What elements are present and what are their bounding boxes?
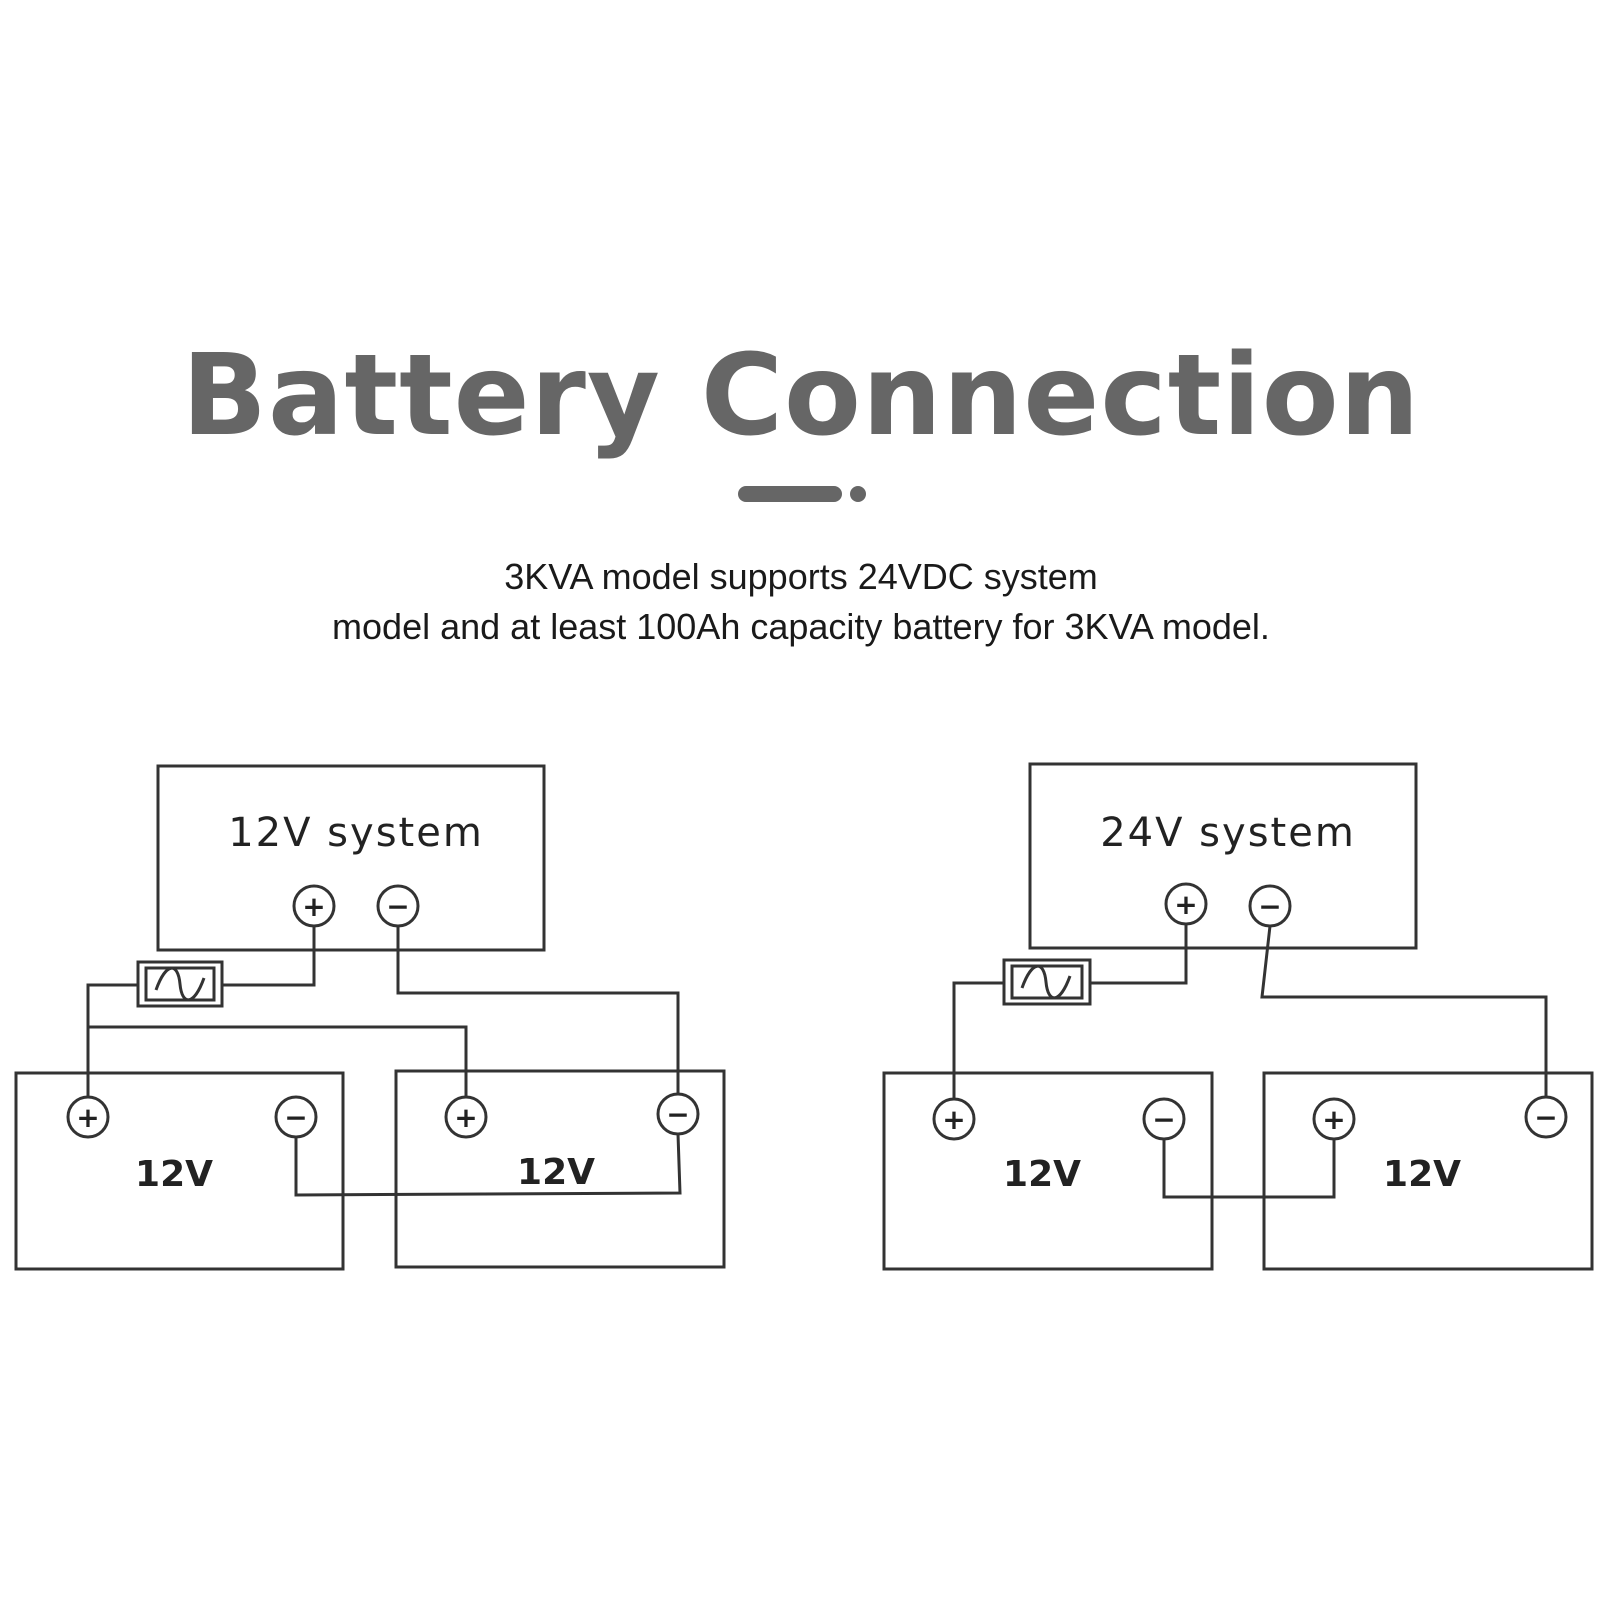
battery-1 <box>882 1071 1214 1271</box>
system-box-12v <box>156 764 546 952</box>
system-positive-terminal: + <box>1164 882 1208 926</box>
battery-1-negative-terminal: − <box>1142 1097 1186 1141</box>
svg-text:+: + <box>942 1103 965 1136</box>
system-label-12v: 12V system <box>228 810 484 856</box>
battery-2-positive-terminal: + <box>444 1095 488 1139</box>
svg-text:+: + <box>76 1101 99 1134</box>
svg-text:−: − <box>1534 1101 1557 1134</box>
system-negative-terminal: − <box>1248 884 1292 928</box>
svg-text:−: − <box>284 1101 307 1134</box>
diagram-24v-system: 24V system + − 12V 12V + − + <box>882 762 1594 1271</box>
subtitle-line-2: model and at least 100Ah capacity batter… <box>332 606 1270 647</box>
svg-text:−: − <box>386 890 409 923</box>
svg-text:+: + <box>302 890 325 923</box>
page-title: Battery Connection <box>181 331 1421 461</box>
svg-text:−: − <box>1152 1103 1175 1136</box>
wires-12v <box>86 926 682 1197</box>
battery-2 <box>394 1069 726 1269</box>
battery-label: 12V <box>517 1152 595 1193</box>
fuse-icon <box>136 960 224 1008</box>
battery-1-negative-terminal: − <box>274 1095 318 1139</box>
battery-label: 12V <box>135 1154 213 1195</box>
fuse-icon <box>1002 958 1092 1006</box>
diagram-12v-system: 12V system + − 12V 12V + − <box>14 764 726 1271</box>
battery-1-positive-terminal: + <box>932 1097 976 1141</box>
wires-24v <box>952 924 1548 1199</box>
battery-2-negative-terminal: − <box>1524 1095 1568 1139</box>
battery-2-positive-terminal: + <box>1312 1097 1356 1141</box>
battery-2 <box>1262 1071 1594 1271</box>
subtitle-line-1: 3KVA model supports 24VDC system <box>504 556 1098 597</box>
system-negative-terminal: − <box>376 884 420 928</box>
title-divider-dot <box>850 486 866 502</box>
battery-2-negative-terminal: − <box>656 1092 700 1136</box>
svg-text:+: + <box>1174 888 1197 921</box>
system-box-24v <box>1028 762 1418 950</box>
svg-text:+: + <box>1322 1103 1345 1136</box>
battery-label: 12V <box>1383 1154 1461 1195</box>
system-label-24v: 24V system <box>1100 810 1356 856</box>
title-divider-bar <box>738 486 842 502</box>
battery-1 <box>14 1071 345 1271</box>
svg-text:+: + <box>454 1101 477 1134</box>
system-positive-terminal: + <box>292 884 336 928</box>
battery-1-positive-terminal: + <box>66 1095 110 1139</box>
svg-text:−: − <box>666 1098 689 1131</box>
svg-text:−: − <box>1258 890 1281 923</box>
battery-label: 12V <box>1003 1154 1081 1195</box>
